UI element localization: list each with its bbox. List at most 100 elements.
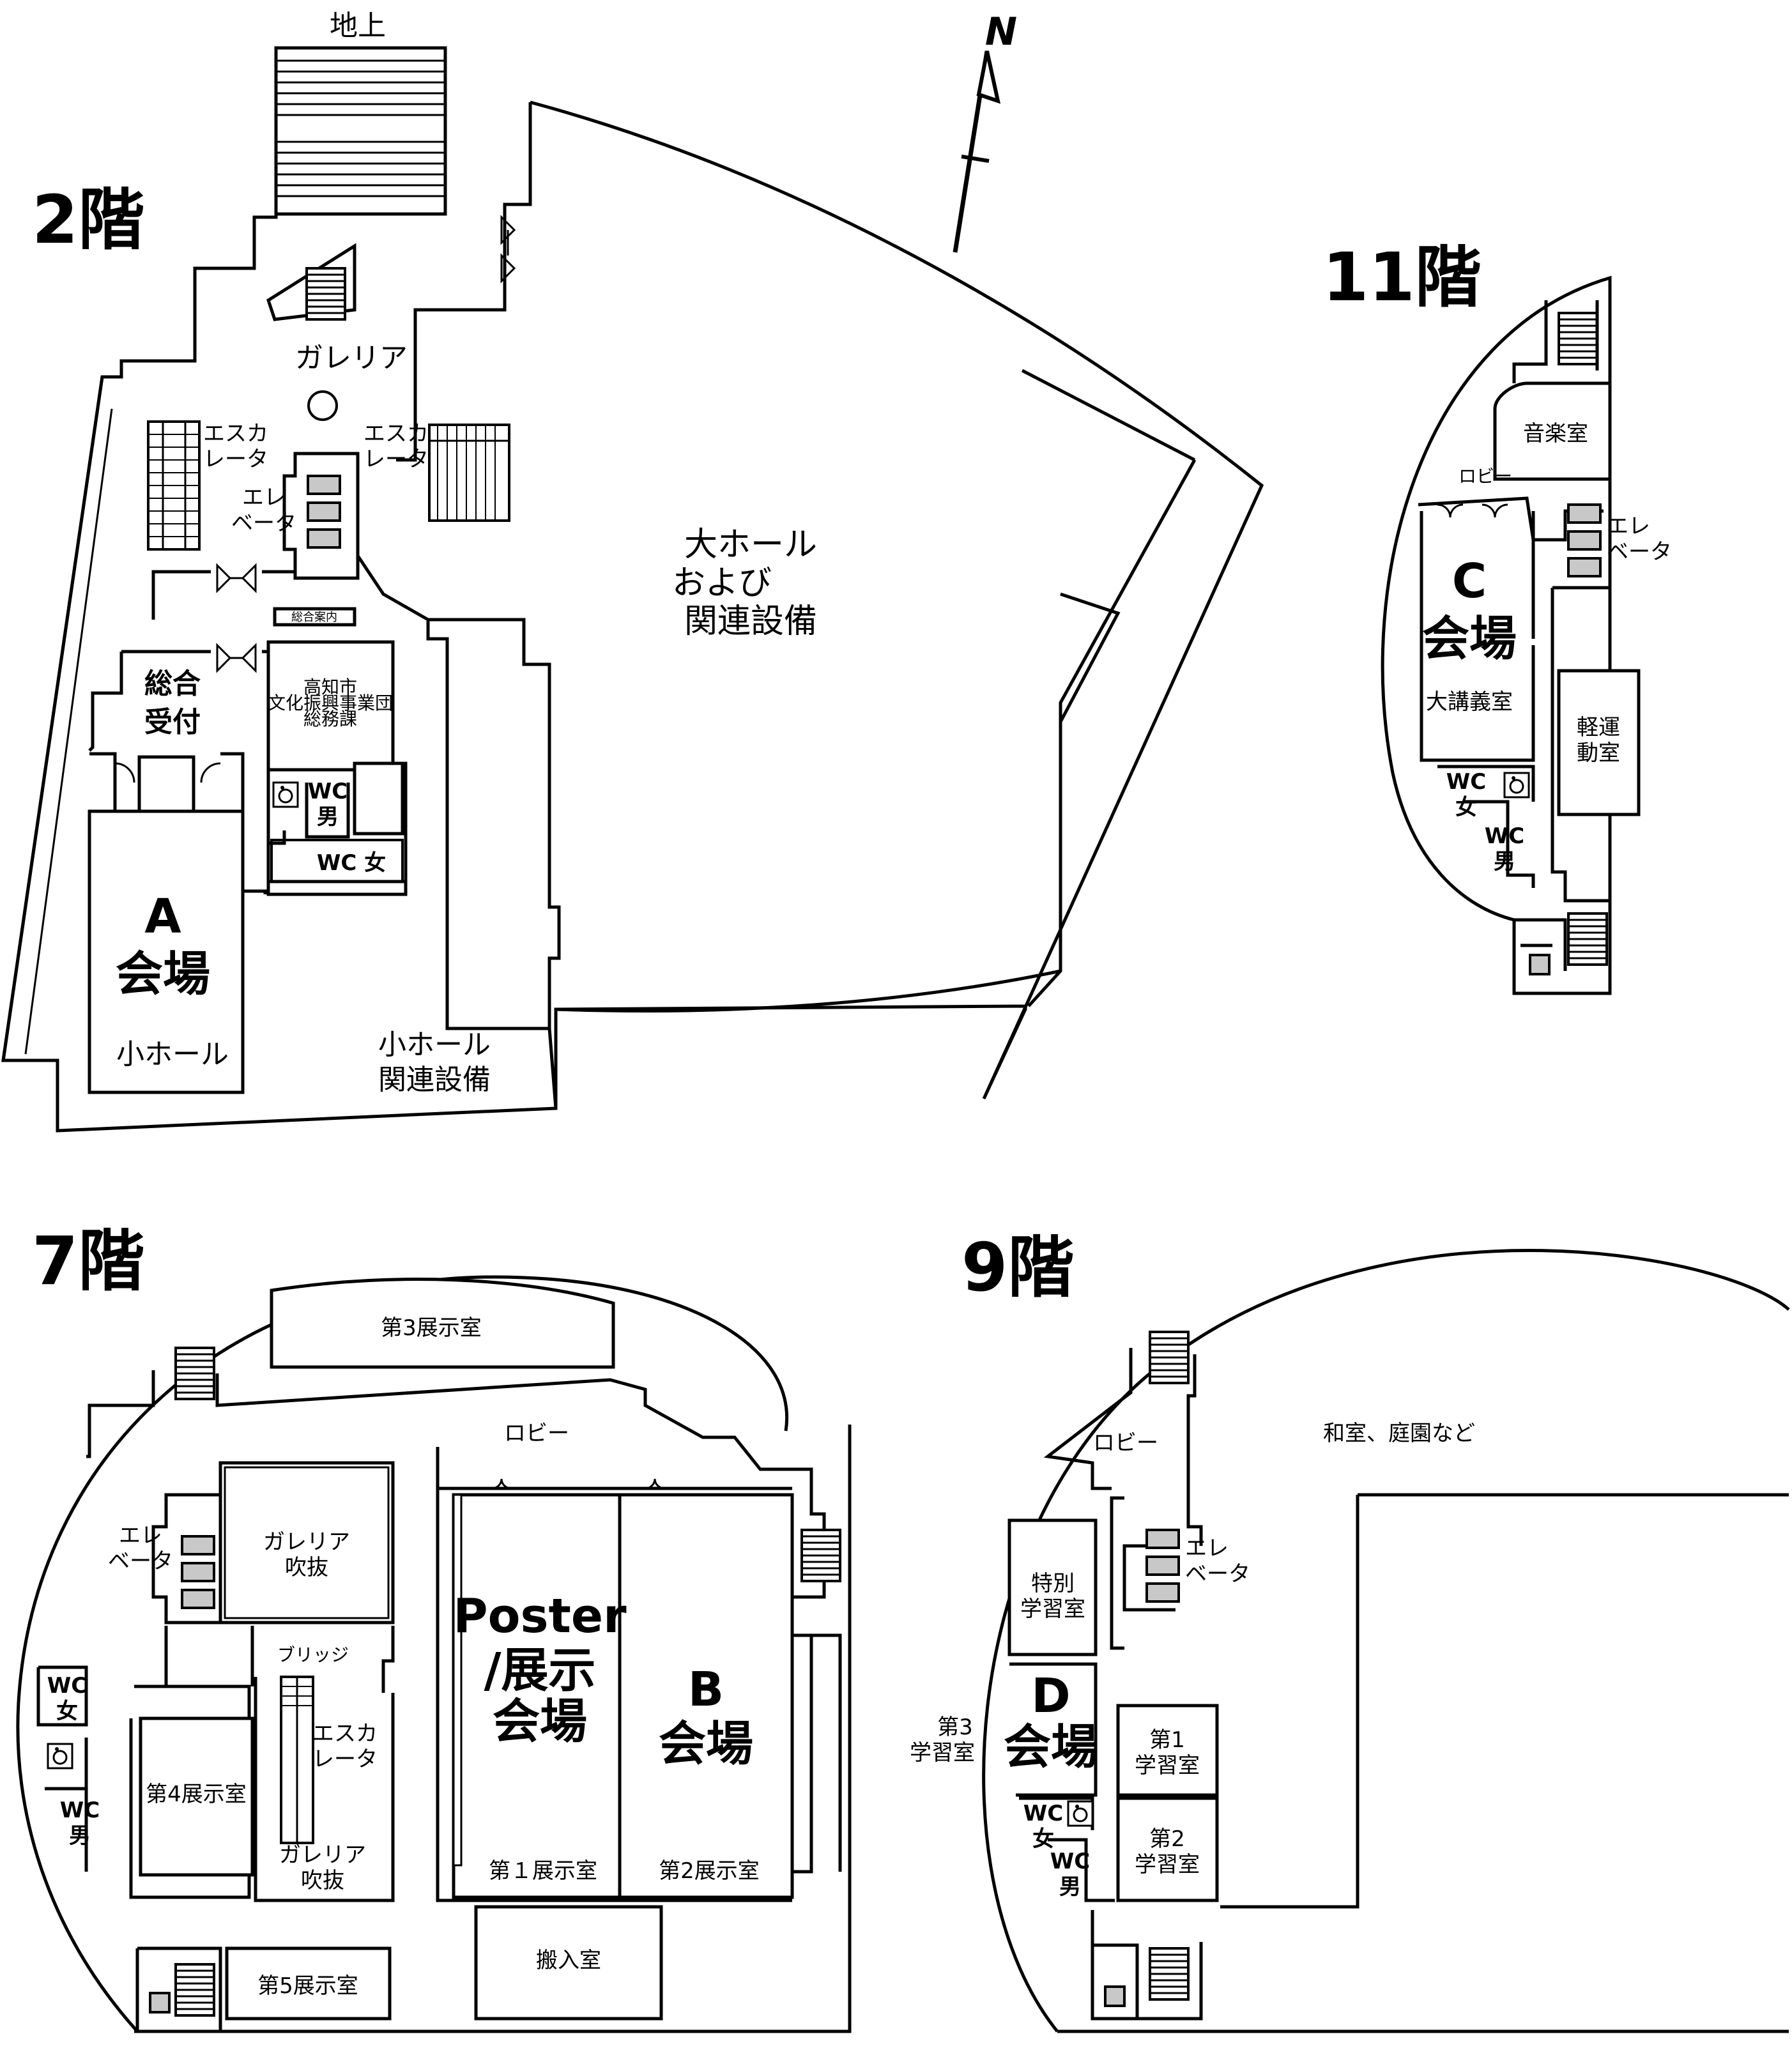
elevator-label-floor7-2: ベータ [108, 1548, 173, 1574]
wc-men-label-floor11-2: 男 [1494, 849, 1515, 875]
wc-men-label-2: 男 [317, 804, 339, 830]
wc-accessible-icon-floor2 [272, 781, 299, 808]
exhibit-4-room [139, 1716, 254, 1877]
wc-women-label-floor7-2: 女 [56, 1699, 78, 1724]
venue-d-letter: D [1031, 1669, 1070, 1723]
galleria-void-bottom-label-2: 吹抜 [301, 1868, 344, 1893]
venue-b-letter: B [688, 1662, 724, 1717]
poster-venue-label-2: /展示 [484, 1643, 595, 1698]
lobby-label-floor11: ロビー [1459, 466, 1512, 487]
floor-11-plan: 11階 音楽室 ロビー エレ ベータ C 会場 大講義室 軽運 動室 WC 女 … [1322, 238, 1672, 995]
north-label: N [985, 10, 1017, 54]
elevator-cars-floor9 [1145, 1529, 1180, 1603]
exhibit-5-room [225, 1946, 392, 2021]
wc-men-label-1: WC [308, 779, 348, 804]
escalator-right-label-2: レータ [364, 447, 429, 472]
floor-2-title: 2階 [32, 181, 144, 259]
bridge-label: ブリッジ [277, 1644, 349, 1665]
ground-label: 地上 [330, 10, 386, 42]
small-hall-equip-label-2: 関連設備 [378, 1064, 491, 1096]
storage-room [353, 761, 404, 836]
elevator-cars-floor2 [307, 475, 341, 549]
escalator-right [428, 424, 510, 522]
special-study-room [1007, 1518, 1098, 1656]
exhibit-4-label: 第4展示室 [146, 1782, 247, 1807]
study1-label-2: 学習室 [1135, 1753, 1200, 1778]
floor-2-plan: 2階 地上 ガレリア [1, 10, 1264, 1133]
reception-label-2: 受付 [144, 706, 201, 738]
study1-label-1: 第1 [1149, 1727, 1185, 1753]
lobby-label-floor7: ロビー [504, 1421, 569, 1446]
reception-booth [137, 755, 195, 813]
special-study-label-1: 特別 [1031, 1571, 1075, 1596]
info-desk-label: 総合案内 [291, 611, 337, 624]
stairs-right-floor7 [800, 1529, 841, 1582]
elevator-label-floor7-1: エレ [119, 1523, 162, 1548]
elevator-label-floor11-2: ベータ [1607, 539, 1672, 565]
wc-accessible-icon-floor7 [47, 1743, 73, 1769]
exhibit-2-label: 第2展示室 [659, 1858, 760, 1884]
venue-b-word: 会場 [659, 1716, 753, 1771]
wc-accessible-icon-floor9 [1067, 1800, 1094, 1827]
galleria-void-top-label-1: ガレリア [263, 1529, 350, 1555]
gym-label-1: 軽運 [1577, 715, 1620, 740]
elevator-label-floor11-1: エレ [1607, 514, 1650, 539]
special-study-label-2: 学習室 [1020, 1596, 1085, 1622]
study2-label-1: 第2 [1149, 1826, 1185, 1852]
venue-b-room [618, 1493, 794, 1899]
wc-accessible-icon-floor11 [1503, 772, 1530, 799]
exhibit-3-room [270, 1278, 615, 1369]
elevator-label-floor9-2: ベータ [1185, 1561, 1250, 1587]
reception-label-1: 総合 [144, 668, 201, 700]
wc-men-label-floor9-1: WC [1050, 1849, 1090, 1874]
music-room-label: 音楽室 [1523, 421, 1588, 447]
wc-women-label: WC 女 [317, 850, 386, 876]
stairs-bottom-floor9 [1149, 1947, 1190, 2001]
wc-men-label-floor7-2: 男 [69, 1823, 91, 1849]
elevator-label-floor9-1: エレ [1185, 1536, 1229, 1561]
floor-9-plan: 9階 和室、庭園など ロビー エレ ベータ 特別 学習室 D 会場 第3 学習室… [910, 1228, 1790, 2033]
elevator-cars-floor11 [1567, 503, 1602, 577]
lecture-room-label: 大講義室 [1426, 689, 1513, 715]
exhibit-1-label: 第１展示室 [489, 1858, 597, 1884]
elevator-cars-floor7 [181, 1535, 215, 1609]
floor-7-title: 7階 [32, 1222, 144, 1300]
exhibit-3-label: 第3展示室 [381, 1315, 482, 1341]
galleria-pillar [307, 390, 338, 421]
galleria-void-top-label-2: 吹抜 [285, 1555, 328, 1580]
ground-stairs [274, 46, 447, 216]
elevator-label-2: ベータ [231, 510, 296, 536]
study1-room [1116, 1704, 1219, 1797]
poster-venue-room [452, 1493, 622, 1899]
venue-d-word: 会場 [1004, 1720, 1098, 1775]
exhibit-5-label: 第5展示室 [257, 1973, 358, 1999]
study2-room [1116, 1796, 1219, 1902]
study3-label-1: 第3 [937, 1715, 973, 1740]
gym-room [1557, 669, 1641, 816]
north-arrow: N [953, 10, 1017, 253]
venue-a-room [88, 809, 245, 1094]
office-label-1: 高知市 [303, 676, 357, 698]
floor-11-title: 11階 [1322, 238, 1482, 316]
stairs-bottom-floor11 [1567, 912, 1608, 966]
wc-men-label-floor7-1: WC [60, 1798, 100, 1823]
small-hall-label: 小ホール [116, 1038, 229, 1071]
stairs-bottom-floor7 [174, 1963, 215, 2017]
study2-label-2: 学習室 [1135, 1852, 1200, 1877]
office-label-2: 文化振興事業団 [268, 692, 393, 714]
wc-men-label-floor9-2: 男 [1059, 1874, 1081, 1900]
venue-c-letter: C [1452, 554, 1487, 609]
venue-a-word: 会場 [116, 947, 210, 1002]
big-hall-label-3: 関連設備 [684, 602, 817, 641]
stairs-top-floor11 [1558, 312, 1598, 365]
galleria-label: ガレリア [295, 342, 408, 374]
office-room [266, 640, 395, 772]
escalator-right-label-1: エスカ [364, 421, 429, 447]
floor-9-title: 9階 [961, 1228, 1074, 1306]
wc-women-label-floor11-1: WC [1446, 769, 1486, 795]
lobby-label-floor9: ロビー [1093, 1430, 1158, 1456]
wc-women-label-floor9-1: WC [1023, 1801, 1063, 1826]
big-hall-label-2: および [672, 564, 772, 602]
big-hall-label-1: 大ホール [684, 526, 817, 564]
